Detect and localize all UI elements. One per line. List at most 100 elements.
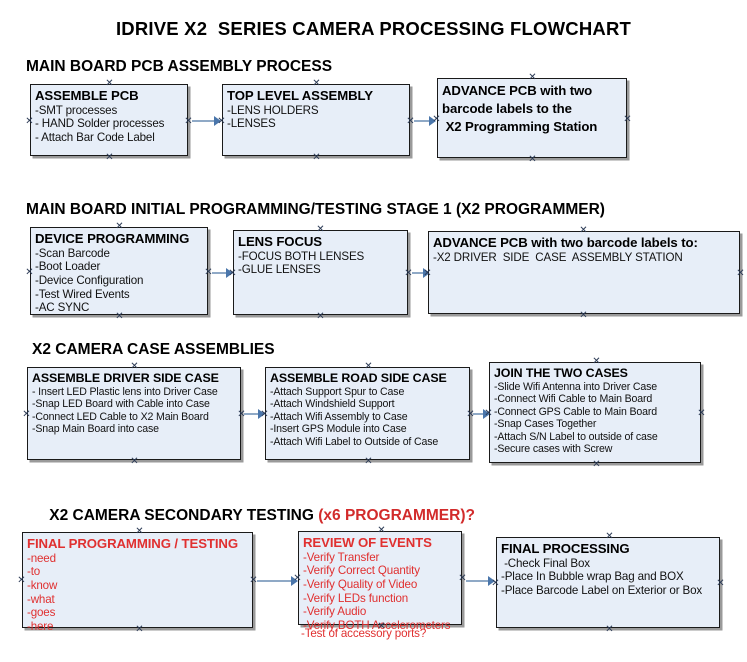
box-top-level-assembly[interactable]: TOP LEVEL ASSEMBLY -LENS HOLDERS -LENSES [222,84,410,156]
box-final-processing[interactable]: FINAL PROCESSING -Check Final Box -Place… [496,537,720,628]
anchor-handle-top[interactable] [579,226,588,235]
box-device-programming-line-5: -AC SYNC [35,301,90,315]
anchor-handle-left[interactable] [432,115,441,124]
anchor-handle-left[interactable] [217,117,226,126]
box-advance-pcb-driver-side-content: ADVANCE PCB with two barcode labels to: … [429,232,739,264]
anchor-handle-right[interactable] [736,269,745,278]
anchor-handle-bottom[interactable] [130,457,139,466]
section-heading-x2-camera-case-assemblies: X2 CAMERA CASE ASSEMBLIES [32,341,275,358]
box-device-programming-title: DEVICE PROGRAMMING [35,231,190,246]
box-final-programming-testing[interactable]: FINAL PROGRAMMING / TESTING -need -to -k… [22,532,253,633]
anchor-handle-top[interactable] [105,79,114,88]
anchor-handle-top[interactable] [135,527,144,536]
anchor-handle-left[interactable] [484,409,493,418]
box-join-the-two-cases-line-4: -Snap Cases Together [494,418,597,431]
box-final-processing-line-2: -Place In Bubble wrap Bag and BOX [501,570,684,584]
anchor-handle-left[interactable] [228,269,237,278]
box-lens-focus-line-2: -GLUE LENSES [238,263,321,277]
box-advance-pcb-driver-side-line-1: -X2 DRIVER SIDE CASE ASSEMBLY STATION [433,250,683,264]
box-final-programming-testing-content: FINAL PROGRAMMING / TESTING -need -to -k… [23,533,252,634]
box-review-of-events[interactable]: REVIEW OF EVENTS -Verify Transfer -Verif… [298,531,462,632]
box-lens-focus[interactable]: LENS FOCUS -FOCUS BOTH LENSES -GLUE LENS… [233,230,408,315]
anchor-handle-top[interactable] [605,532,614,541]
anchor-handle-left[interactable] [491,579,500,588]
anchor-handle-bottom[interactable] [605,625,614,634]
box-device-programming-content: DEVICE PROGRAMMING -Scan Barcode -Boot L… [31,228,207,315]
box-assemble-road-side-case-title: ASSEMBLE ROAD SIDE CASE [270,371,447,385]
box-advance-pcb-driver-side-title: ADVANCE PCB with two barcode labels to: [433,235,698,250]
anchor-handle-bottom[interactable] [115,312,124,321]
box-assemble-driver-side-case-title: ASSEMBLE DRIVER SIDE CASE [32,371,219,385]
anchor-handle-left[interactable] [25,268,34,277]
anchor-handle-right[interactable] [716,579,725,588]
box-top-level-assembly-line-2: -LENSES [227,117,276,131]
box-assemble-pcb[interactable]: ASSEMBLE PCB -SMT processes - HAND Solde… [30,84,188,156]
box-device-programming-line-1: -Scan Barcode [35,246,110,260]
anchor-handle-bottom[interactable] [135,625,144,634]
box-final-programming-testing-line-1: -need [27,551,56,565]
anchor-handle-top[interactable] [528,73,537,82]
box-assemble-road-side-case[interactable]: ASSEMBLE ROAD SIDE CASE -Attach Support … [265,367,470,460]
box-device-programming-line-4: -Test Wired Events [35,287,130,301]
anchor-handle-left[interactable] [260,410,269,419]
connector-final-programming-to-review [257,580,293,582]
anchor-handle-top[interactable] [377,526,386,535]
anchor-handle-top[interactable] [592,357,601,366]
box-assemble-driver-side-case-line-3: -Connect LED Cable to X2 Main Board [32,410,209,423]
anchor-handle-left[interactable] [293,574,302,583]
anchor-handle-bottom[interactable] [312,153,321,162]
box-final-programming-testing-line-3: -know [27,578,58,592]
anchor-handle-bottom[interactable] [105,153,114,162]
box-assemble-driver-side-case-line-4: -Snap Main Board into case [32,423,159,436]
anchor-handle-left[interactable] [25,117,34,126]
page-title: IDRIVE X2 SERIES CAMERA PROCESSING FLOWC… [115,18,632,39]
box-join-the-two-cases-content: JOIN THE TWO CASES -Slide Wifi Antenna i… [490,363,700,456]
box-assemble-driver-side-case[interactable]: ASSEMBLE DRIVER SIDE CASE - Insert LED P… [27,367,241,460]
anchor-handle-bottom[interactable] [592,460,601,469]
anchor-handle-bottom[interactable] [528,155,537,164]
section-heading-accent: (x6 PROGRAMMER)? [318,507,475,524]
box-join-the-two-cases-line-1: -Slide Wifi Antenna into Driver Case [494,380,657,393]
connector-review-to-final-processing [466,580,490,582]
box-lens-focus-content: LENS FOCUS -FOCUS BOTH LENSES -GLUE LENS… [234,231,407,277]
box-join-the-two-cases[interactable]: JOIN THE TWO CASES -Slide Wifi Antenna i… [489,362,701,463]
box-review-of-events-line-1: -Verify Transfer [303,550,380,564]
connector-assemble-pcb-to-top-level [192,120,218,122]
box-review-of-events-line-4: -Verify LEDs function [303,591,409,605]
box-lens-focus-line-1: -FOCUS BOTH LENSES [238,249,365,263]
anchor-handle-bottom[interactable] [579,311,588,320]
box-assemble-driver-side-case-line-1: - Insert LED Plastic lens into Driver Ca… [32,385,218,398]
anchor-handle-left[interactable] [423,269,432,278]
box-final-processing-line-1: -Check Final Box [501,556,590,570]
anchor-handle-top[interactable] [115,222,124,231]
connector-top-level-to-advance-pcb [414,120,432,122]
box-final-processing-content: FINAL PROCESSING -Check Final Box -Place… [497,538,719,598]
anchor-handle-right[interactable] [697,409,706,418]
anchor-handle-bottom[interactable] [316,312,325,321]
box-device-programming-line-3: -Device Configuration [35,273,144,287]
anchor-handle-left[interactable] [22,410,31,419]
anchor-handle-right[interactable] [623,115,632,124]
anchor-handle-left[interactable] [17,576,26,585]
section-heading-main-board-initial-programming: MAIN BOARD INITIAL PROGRAMMING/TESTING S… [26,201,605,218]
box-final-programming-testing-line-4: -what [27,592,55,606]
anchor-handle-top[interactable] [312,79,321,88]
box-review-of-events-line-2: -Verify Correct Quantity [303,564,420,578]
box-assemble-road-side-case-line-1: -Attach Support Spur to Case [270,385,405,398]
anchor-handle-top[interactable] [130,362,139,371]
box-assemble-driver-side-case-content: ASSEMBLE DRIVER SIDE CASE - Insert LED P… [28,368,240,436]
box-assemble-road-side-case-line-2: -Attach Windshield Support [270,398,395,411]
section-heading-text: X2 CAMERA SECONDARY TESTING [49,507,319,524]
box-final-programming-testing-line-2: -to [27,565,41,579]
box-lens-focus-title: LENS FOCUS [238,234,322,249]
box-advance-pcb-programming-station[interactable]: ADVANCE PCB with two barcode labels to t… [437,78,627,158]
box-top-level-assembly-title: TOP LEVEL ASSEMBLY [227,88,373,103]
anchor-handle-bottom[interactable] [364,457,373,466]
box-join-the-two-cases-line-3: -Connect GPS Cable to Main Board [494,405,658,418]
box-advance-pcb-driver-side[interactable]: ADVANCE PCB with two barcode labels to: … [428,231,740,314]
anchor-handle-top[interactable] [364,362,373,371]
anchor-handle-top[interactable] [316,225,325,234]
box-device-programming[interactable]: DEVICE PROGRAMMING -Scan Barcode -Boot L… [30,227,208,315]
box-join-the-two-cases-line-5: -Attach S/N Label to outside of case [494,430,658,443]
box-review-of-events-line-5: -Verify Audio [303,605,367,619]
